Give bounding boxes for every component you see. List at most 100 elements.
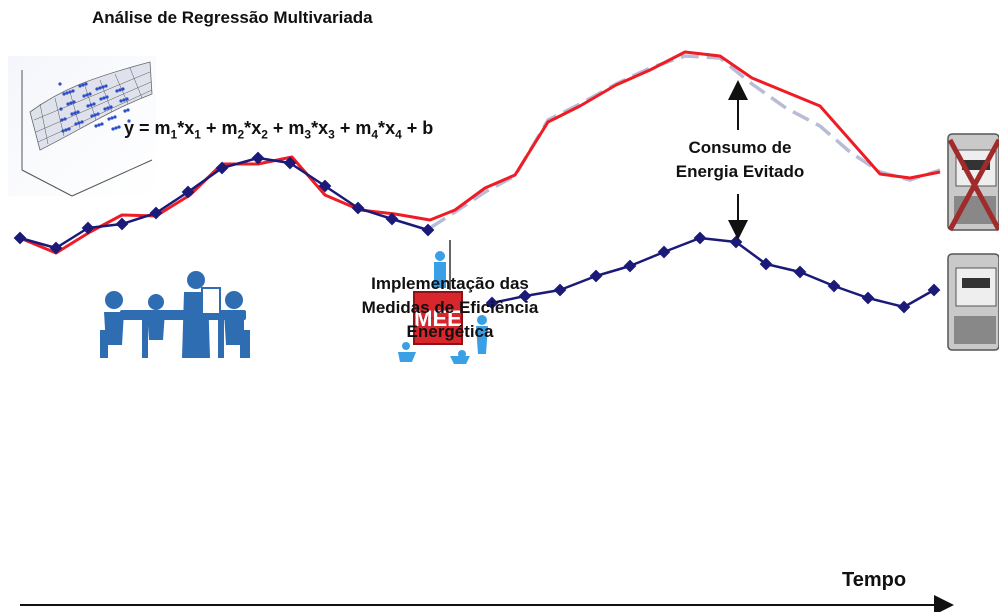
baseline-series: [19, 50, 941, 255]
implementation-label-line: Implementação das: [371, 274, 529, 293]
scatter-dot: [90, 114, 94, 118]
measured-point: [251, 151, 265, 165]
equation-subscript: 1: [194, 127, 201, 142]
equation-subscript: 3: [328, 127, 335, 142]
scatter-dot: [105, 95, 109, 99]
equation-lhs: y =: [124, 118, 155, 138]
scatter-dot: [66, 102, 70, 106]
mee-label: MEE: [414, 306, 462, 331]
measured-point: [385, 212, 399, 226]
measured-point: [861, 291, 875, 305]
scatter-dot: [127, 119, 131, 123]
scatter-dot: [95, 87, 99, 91]
scatter-dot: [103, 107, 107, 111]
scatter-dot: [123, 109, 127, 113]
scatter-dot: [94, 124, 98, 128]
scatter-dot: [58, 82, 62, 86]
old-meter-icon: [947, 133, 999, 232]
equation-constant: b: [422, 118, 434, 138]
scatter-dot: [65, 91, 69, 95]
time-axis-label: Tempo: [842, 569, 907, 591]
measured-point: [215, 161, 229, 175]
scatter-dot: [88, 92, 92, 96]
scatter-dot: [72, 100, 76, 104]
scatter-dot: [71, 89, 75, 93]
measured-point: [693, 231, 707, 245]
measured-point: [793, 265, 807, 279]
scatter-dot: [68, 90, 72, 94]
avoided-label-line: Consumo de: [688, 138, 792, 157]
baseline-consumption-line: [19, 50, 941, 255]
scatter-dot: [110, 116, 114, 120]
avoided-consumption-label: Consumo de Energia Evitado: [640, 136, 840, 184]
scatter-dot: [117, 125, 121, 129]
equation-coef: m: [221, 118, 238, 138]
scatter-dot: [73, 111, 77, 115]
scatter-dot: [104, 84, 108, 88]
scatter-dot: [109, 105, 113, 109]
scatter-dot: [98, 86, 102, 90]
scatter-dot: [107, 117, 111, 121]
scatter-dot: [119, 99, 123, 103]
measured-point: [827, 279, 841, 293]
measured-point: [485, 296, 499, 310]
scatter-dot: [74, 122, 78, 126]
scatter-dot: [97, 123, 101, 127]
measured-point: [115, 217, 129, 231]
measured-point: [49, 241, 63, 255]
avoided-label-line: Energia Evitado: [675, 162, 805, 181]
measured-point: [897, 300, 911, 314]
scatter-dot: [118, 88, 122, 92]
new-meter-icon: [947, 253, 999, 351]
measured-point: [149, 206, 163, 220]
measured-point: [318, 179, 332, 193]
scatter-dot: [106, 106, 110, 110]
implementation-label-line: Energética: [406, 322, 494, 341]
regression-surface-icon: [8, 56, 156, 197]
equation-coef: m: [355, 118, 372, 138]
scatter-dot: [60, 118, 64, 122]
scatter-dot: [100, 122, 104, 126]
scatter-dot: [78, 84, 82, 88]
measured-point: [351, 201, 365, 215]
equation-subscript: 4: [395, 127, 402, 142]
scatter-dot: [102, 96, 106, 100]
scatter-dot: [69, 101, 73, 105]
projected-baseline-line: [429, 54, 941, 230]
equation-var: x: [184, 118, 195, 138]
scatter-dot: [64, 128, 68, 132]
scatter-dot: [122, 98, 126, 102]
measured-point: [181, 185, 195, 199]
scatter-dot: [114, 126, 118, 130]
scatter-dot: [59, 107, 63, 111]
implementation-label: Implementação das Medidas de Eficiência …: [300, 272, 600, 344]
scatter-dot: [113, 115, 117, 119]
scatter-dot: [115, 89, 119, 93]
mee-workers-icon: MEE: [398, 240, 488, 364]
measured-point: [657, 245, 671, 259]
measured-series: [491, 236, 935, 309]
scatter-dot: [70, 112, 74, 116]
page-title: Análise de Regressão Multivariada: [92, 8, 373, 27]
equation-subscript: 3: [304, 127, 312, 142]
scatter-dot: [80, 120, 84, 124]
equation-var: x: [318, 118, 329, 138]
scatter-dot: [76, 110, 80, 114]
equation-var: x: [251, 118, 262, 138]
scatter-dot: [86, 104, 90, 108]
scatter-dot: [92, 102, 96, 106]
equation-subscript: 1: [170, 127, 178, 142]
equation-var: x: [385, 118, 396, 138]
equation-subscript: 4: [371, 127, 379, 142]
equation-coef: m: [154, 118, 171, 138]
scatter-dot: [111, 127, 115, 131]
projection-series: [429, 54, 941, 230]
measured-point: [13, 231, 27, 245]
scatter-dot: [84, 82, 88, 86]
scatter-dot: [63, 117, 67, 121]
scatter-dot: [61, 129, 65, 133]
scatter-dot: [121, 87, 125, 91]
implementation-label-line: Medidas de Eficiência: [361, 298, 539, 317]
scatter-dot: [77, 121, 81, 125]
